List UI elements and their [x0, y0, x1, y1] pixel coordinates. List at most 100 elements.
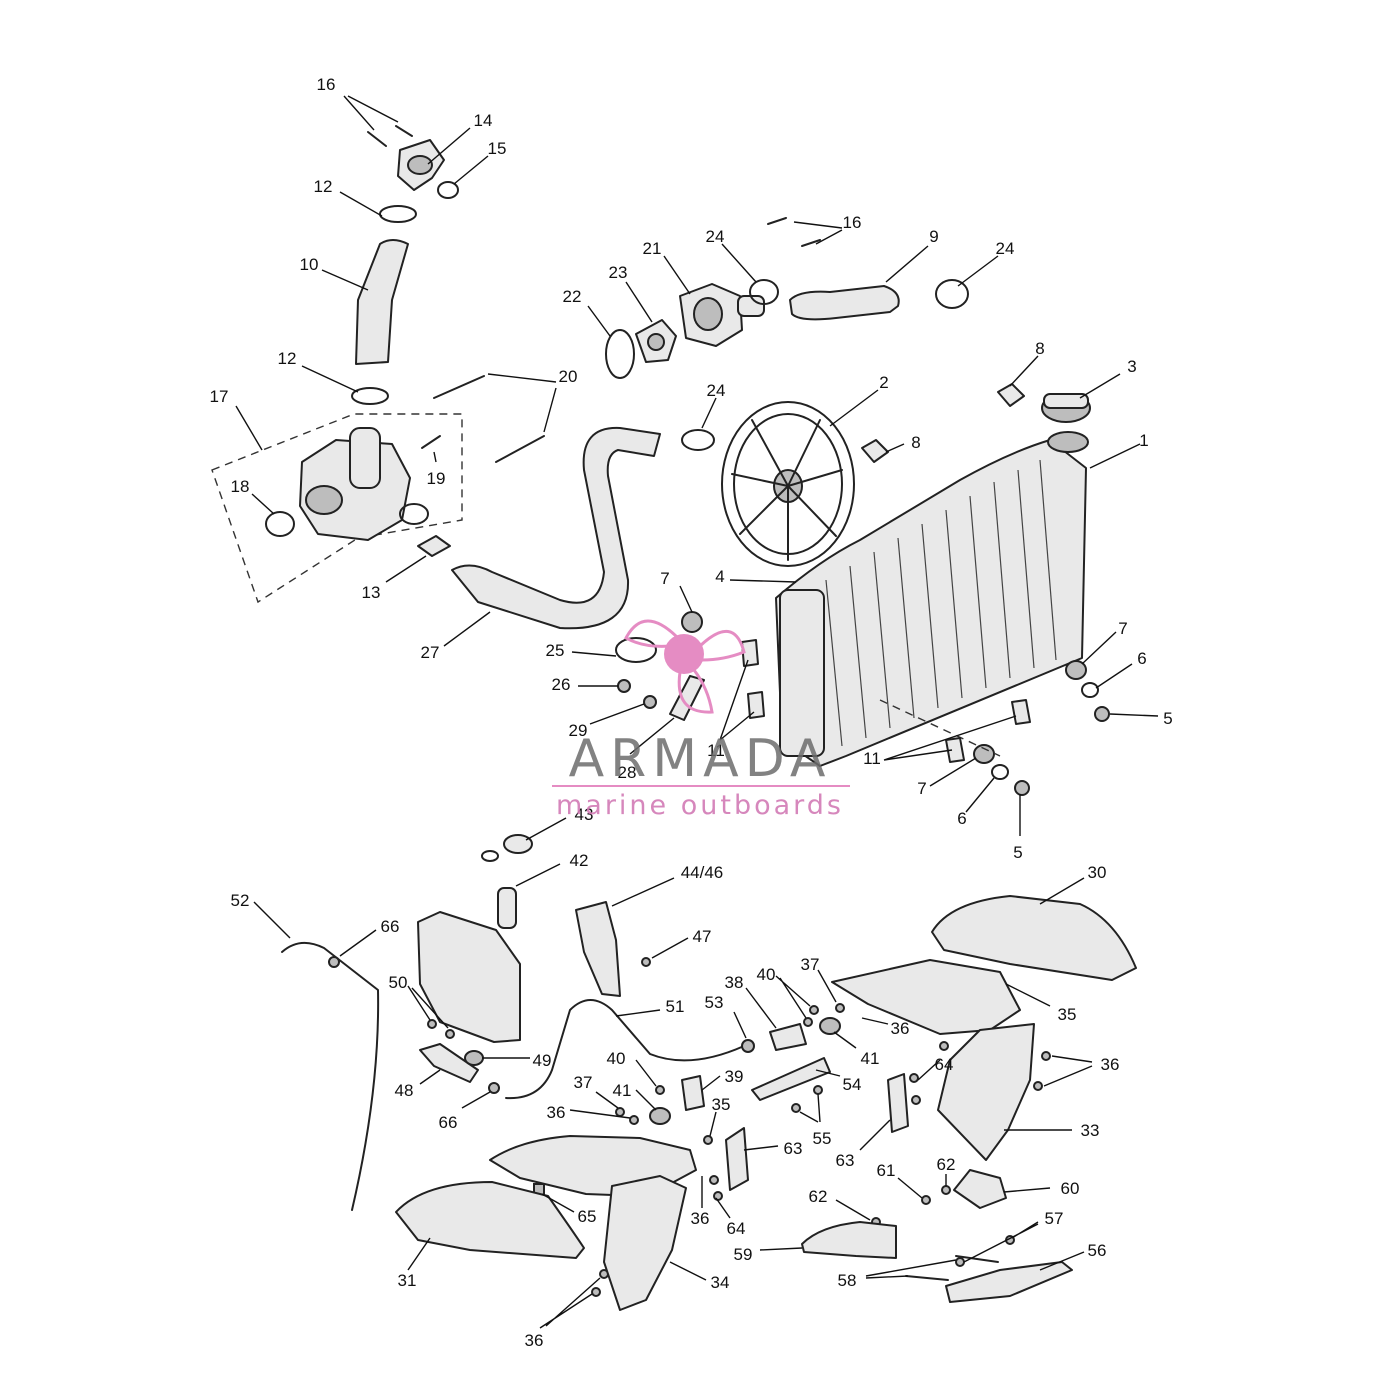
callout-c27: 27: [421, 643, 440, 662]
thermostat-cover-part-14: [397, 139, 445, 191]
hose-clip-part-12-upper: [379, 205, 417, 223]
propeller-blade-right: [698, 629, 746, 662]
bracket-part-11-a: [741, 639, 759, 667]
cooling-fan-part-2: [721, 401, 855, 567]
breather-hose-part-51: [505, 999, 745, 1100]
radiator-hose-part-27: [451, 426, 661, 630]
propeller-hub: [664, 634, 704, 674]
screw-part-40-c: [655, 1085, 665, 1095]
callout-c50: 50: [389, 973, 408, 992]
heat-shield-part-56: [945, 1261, 1073, 1303]
bolt-part-5-b: [1014, 780, 1030, 796]
callout-c17: 17: [210, 387, 229, 406]
cable-tie-part-58-a: [905, 1275, 949, 1281]
thermostat-part-23: [635, 319, 677, 363]
callout-c4446: 44/46: [681, 863, 724, 882]
callout-c1: 1: [1139, 431, 1148, 450]
screw-part-50-a: [427, 1019, 437, 1029]
bracket-part-63-left: [725, 1127, 749, 1191]
callout-c7a: 7: [660, 569, 669, 588]
radiator-part-1: [775, 431, 1089, 767]
radiator-core-fins: [825, 459, 1057, 747]
callout-c11a: 11: [707, 741, 725, 760]
armada-watermark: ARMADA marine outboards: [552, 619, 850, 821]
overflow-hose-part-52: [281, 941, 380, 1211]
callout-c26: 26: [552, 675, 571, 694]
callout-c5a: 5: [1163, 709, 1172, 728]
callout-c36e: 36: [525, 1331, 544, 1350]
bracket-part-11-d: [945, 737, 965, 763]
bracket-part-39: [681, 1075, 705, 1111]
callout-c66b: 66: [439, 1113, 458, 1132]
callout-c41a: 41: [861, 1049, 880, 1068]
radiator-cap-part-3: [1041, 393, 1091, 423]
callout-c64a: 64: [935, 1055, 954, 1074]
callout-c52: 52: [231, 891, 250, 910]
bracket-part-11-b: [747, 691, 765, 719]
clip-part-53: [741, 1039, 755, 1053]
callout-c13: 13: [362, 583, 381, 602]
bolt-part-5-a: [1094, 706, 1110, 722]
callout-c36c: 36: [547, 1103, 566, 1122]
callout-c47: 47: [693, 927, 712, 946]
callout-c3: 3: [1127, 357, 1136, 376]
callout-c37a: 37: [801, 955, 820, 974]
bolts-part-16: [367, 125, 413, 147]
callout-c62b: 62: [809, 1187, 828, 1206]
bolt-part-20-upper: [433, 375, 485, 399]
callout-c8a: 8: [1035, 339, 1044, 358]
callout-c23: 23: [609, 263, 628, 282]
tank-cap-seal: [481, 850, 499, 862]
callout-c36d: 36: [691, 1209, 710, 1228]
grommet-part-41-left: [649, 1107, 671, 1125]
screw-part-64-d: [713, 1191, 723, 1201]
screw-part-36-b: [1041, 1051, 1051, 1061]
o-ring-part-18: [265, 511, 295, 537]
callout-c12a: 12: [314, 177, 333, 196]
screw-part-36-d: [629, 1115, 639, 1125]
callout-c55: 55: [813, 1129, 832, 1148]
bolts-part-16-b: [767, 217, 821, 247]
seal-part-13: [417, 535, 451, 557]
screw-part-64-c: [709, 1175, 719, 1185]
screw-part-36-c: [1033, 1081, 1043, 1091]
callout-c24b: 24: [996, 239, 1015, 258]
clip-nut-part-8-lower: [861, 439, 889, 463]
bracket-part-28: [669, 675, 705, 721]
cover-part-60: [953, 1169, 1007, 1209]
callout-c19: 19: [427, 469, 446, 488]
water-pump-part-17: [299, 427, 429, 541]
bracket-part-48: [419, 1043, 479, 1083]
lower-panel-part-33: [937, 1023, 1035, 1161]
hose-clip-part-24-c: [681, 429, 715, 451]
callout-c63b: 63: [836, 1151, 855, 1170]
screw-part-57-a: [955, 1257, 965, 1267]
screw-part-36-a: [939, 1041, 949, 1051]
bolt-part-20-lower: [495, 435, 545, 463]
callout-c9: 9: [929, 227, 938, 246]
grommet-part-7-b: [1065, 660, 1087, 680]
callout-c40a: 40: [757, 965, 776, 984]
callout-c25: 25: [546, 641, 565, 660]
bolt-part-26: [617, 679, 631, 693]
callout-c2: 2: [879, 373, 888, 392]
callout-c28: 28: [618, 763, 637, 782]
grommet-part-7-c: [973, 744, 995, 764]
grommet-part-41-right: [819, 1017, 841, 1035]
bolt-part-29: [643, 695, 657, 709]
callout-c62a: 62: [937, 1155, 956, 1174]
callout-c29: 29: [569, 721, 588, 740]
screw-part-61: [921, 1195, 931, 1205]
callout-c8b: 8: [911, 433, 920, 452]
callout-c5b: 5: [1013, 843, 1022, 862]
propeller-blade-bottom: [677, 668, 714, 714]
wire-clip-part-25: [615, 637, 657, 663]
callout-c54: 54: [843, 1075, 862, 1094]
watermark-tagline: marine outboards: [556, 790, 844, 821]
callout-c24a: 24: [706, 227, 725, 246]
screw-part-55-b: [813, 1085, 823, 1095]
callout-c12b: 12: [278, 349, 297, 368]
callout-c7c: 7: [917, 779, 926, 798]
infill-panel-part-35-right: [831, 959, 1021, 1035]
propeller-blade-left: [623, 619, 681, 648]
